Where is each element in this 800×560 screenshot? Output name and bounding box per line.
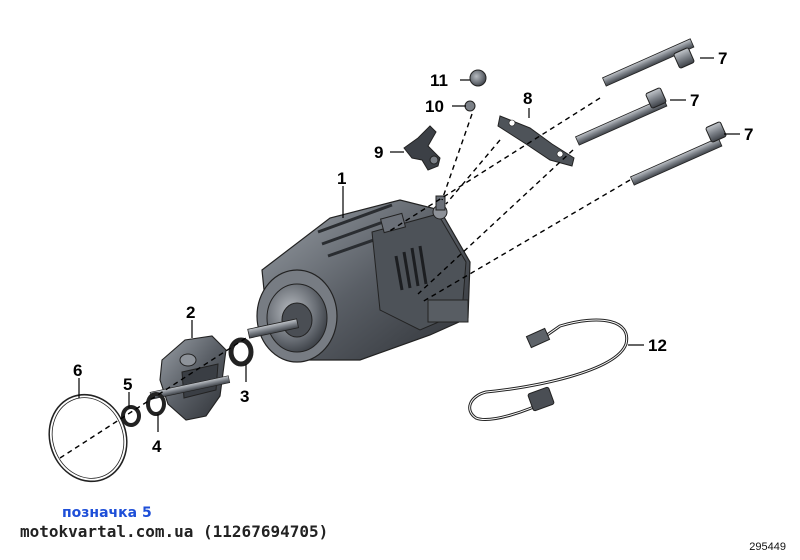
bolt-upper [601,38,695,87]
caption-label: позначка 5 [62,505,152,521]
callout-12: 12 [648,336,667,355]
bolts [574,38,727,186]
o-ring [48,393,128,483]
bracket-8 [497,115,575,167]
watermark-text: motokvartal.com.ua (11267694705) [20,522,329,541]
bolt-lower [629,121,727,186]
alternator [247,195,471,363]
washer-4 [146,392,166,416]
diagram-reference-number: 295449 [749,541,786,553]
callout-7-upper: 7 [718,49,727,68]
callout-3: 3 [240,387,249,406]
terminal-9 [403,125,441,171]
callout-1: 1 [337,169,346,188]
cap-nut-11 [469,69,487,87]
callout-6: 6 [73,361,82,380]
cable-12 [468,318,629,421]
leader-lines [78,57,740,432]
callout-5: 5 [123,375,132,394]
callout-7-lower: 7 [744,125,753,144]
callout-9: 9 [374,143,383,162]
washer-3 [228,337,254,367]
coupling-hub [149,335,231,421]
callout-7-middle: 7 [690,91,699,110]
callout-11: 11 [430,71,448,90]
nut-5 [121,405,141,427]
bolt-middle [574,87,668,146]
callout-10: 10 [425,97,444,116]
callout-8: 8 [523,89,532,108]
callout-labels: 1 2 3 4 5 6 7 7 7 8 9 10 11 12 [73,49,753,456]
callout-4: 4 [152,437,162,456]
washer-10 [464,100,476,112]
assembly-lines [59,97,631,459]
callout-2: 2 [186,303,195,322]
